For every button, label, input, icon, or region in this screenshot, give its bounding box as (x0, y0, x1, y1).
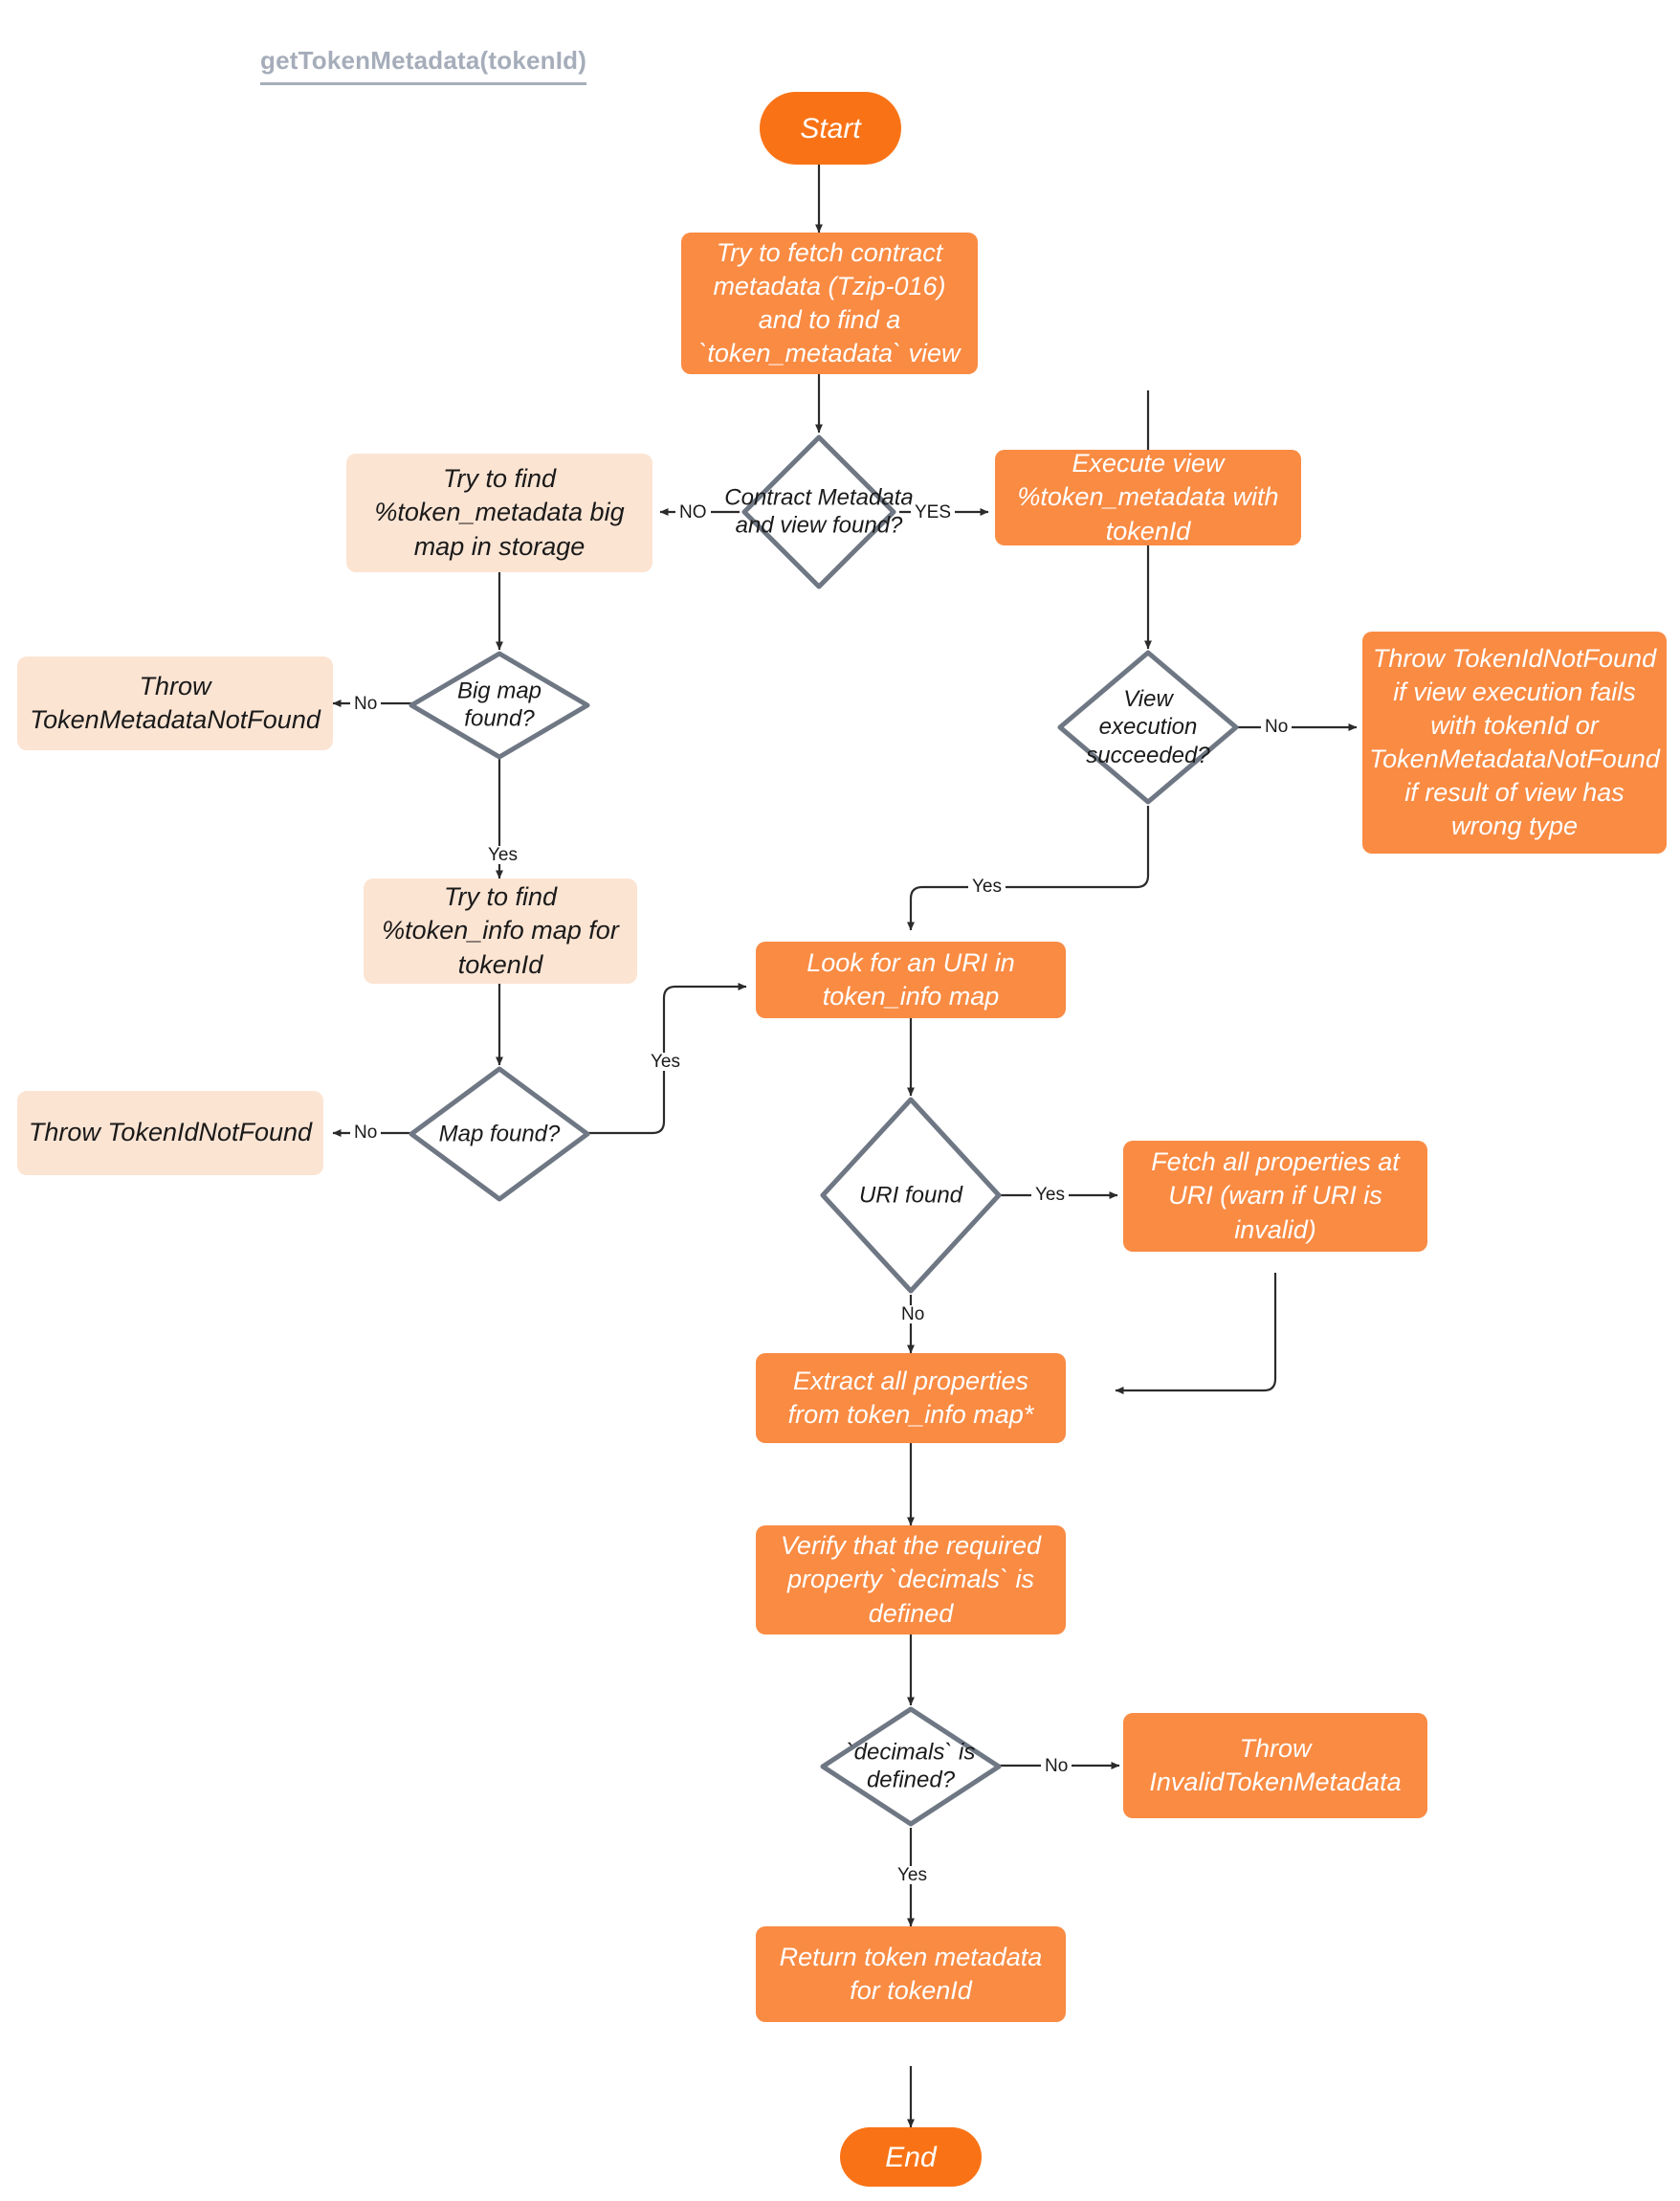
decision-big-map-found[interactable]: Big map found? (408, 650, 591, 761)
node-throw-token-metadata-not-found[interactable]: Throw TokenMetadataNotFound (17, 656, 333, 750)
decision-view-execution-label: View execution succeeded? (1086, 686, 1210, 768)
edge-label-uri-found-no: No (897, 1305, 929, 1323)
node-fetch-contract-metadata[interactable]: Try to fetch contract metadata (Tzip-016… (681, 233, 978, 374)
edge-label-decimals-yes: Yes (894, 1866, 931, 1884)
diagram-title: getTokenMetadata(tokenId) (260, 46, 587, 85)
node-end[interactable]: End (840, 2127, 982, 2187)
node-look-for-uri[interactable]: Look for an URI in token_info map (756, 942, 1066, 1018)
decision-map-found[interactable]: Map found? (408, 1065, 591, 1203)
edge-label-uri-found-yes: Yes (1031, 1186, 1069, 1204)
edge-label-decimals-no: No (1041, 1757, 1072, 1775)
node-extract-properties[interactable]: Extract all properties from token_info m… (756, 1353, 1066, 1443)
edge-label-map-found-yes: Yes (647, 1053, 684, 1071)
decision-decimals-label: `decimals` is defined? (846, 1739, 976, 1793)
node-execute-view[interactable]: Execute view %token_metadata with tokenI… (995, 449, 1301, 545)
node-fetch-properties-at-uri[interactable]: Fetch all properties at URI (warn if URI… (1123, 1141, 1427, 1252)
node-throw-invalid-token-metadata[interactable]: Throw InvalidTokenMetadata (1123, 1713, 1427, 1818)
node-find-token-info[interactable]: Try to find %token_info map for tokenId (364, 878, 637, 984)
decision-uri-found[interactable]: URI found (819, 1096, 1003, 1295)
decision-big-map-label: Big map found? (456, 678, 542, 732)
decision-contract-metadata-label: Contract Metadata and view found? (724, 484, 914, 539)
decision-uri-found-label: URI found (858, 1182, 963, 1209)
edge-label-contract-meta-no: NO (675, 503, 711, 522)
decision-view-execution-succeeded[interactable]: View execution succeeded? (1056, 649, 1240, 806)
decision-decimals-defined[interactable]: `decimals` is defined? (819, 1705, 1003, 1828)
edge-label-big-map-no: No (350, 695, 382, 713)
node-find-big-map[interactable]: Try to find %token_metadata big map in s… (346, 454, 652, 572)
edge-label-view-exec-no: No (1261, 718, 1293, 736)
decision-contract-metadata-found[interactable]: Contract Metadata and view found? (724, 433, 914, 591)
edge-label-map-found-no: No (350, 1123, 382, 1142)
edge-label-big-map-yes: Yes (484, 846, 521, 864)
edge-label-view-exec-yes: Yes (968, 878, 1006, 896)
edge-label-contract-meta-yes: YES (911, 503, 956, 522)
node-return-metadata[interactable]: Return token metadata for tokenId (756, 1926, 1066, 2022)
node-start[interactable]: Start (760, 92, 901, 165)
decision-map-found-label: Map found? (438, 1121, 561, 1147)
node-verify-decimals[interactable]: Verify that the required property `decim… (756, 1525, 1066, 1634)
node-throw-view-errors[interactable]: Throw TokenIdNotFound if view execution … (1362, 632, 1667, 854)
node-throw-token-id-not-found[interactable]: Throw TokenIdNotFound (17, 1091, 323, 1175)
